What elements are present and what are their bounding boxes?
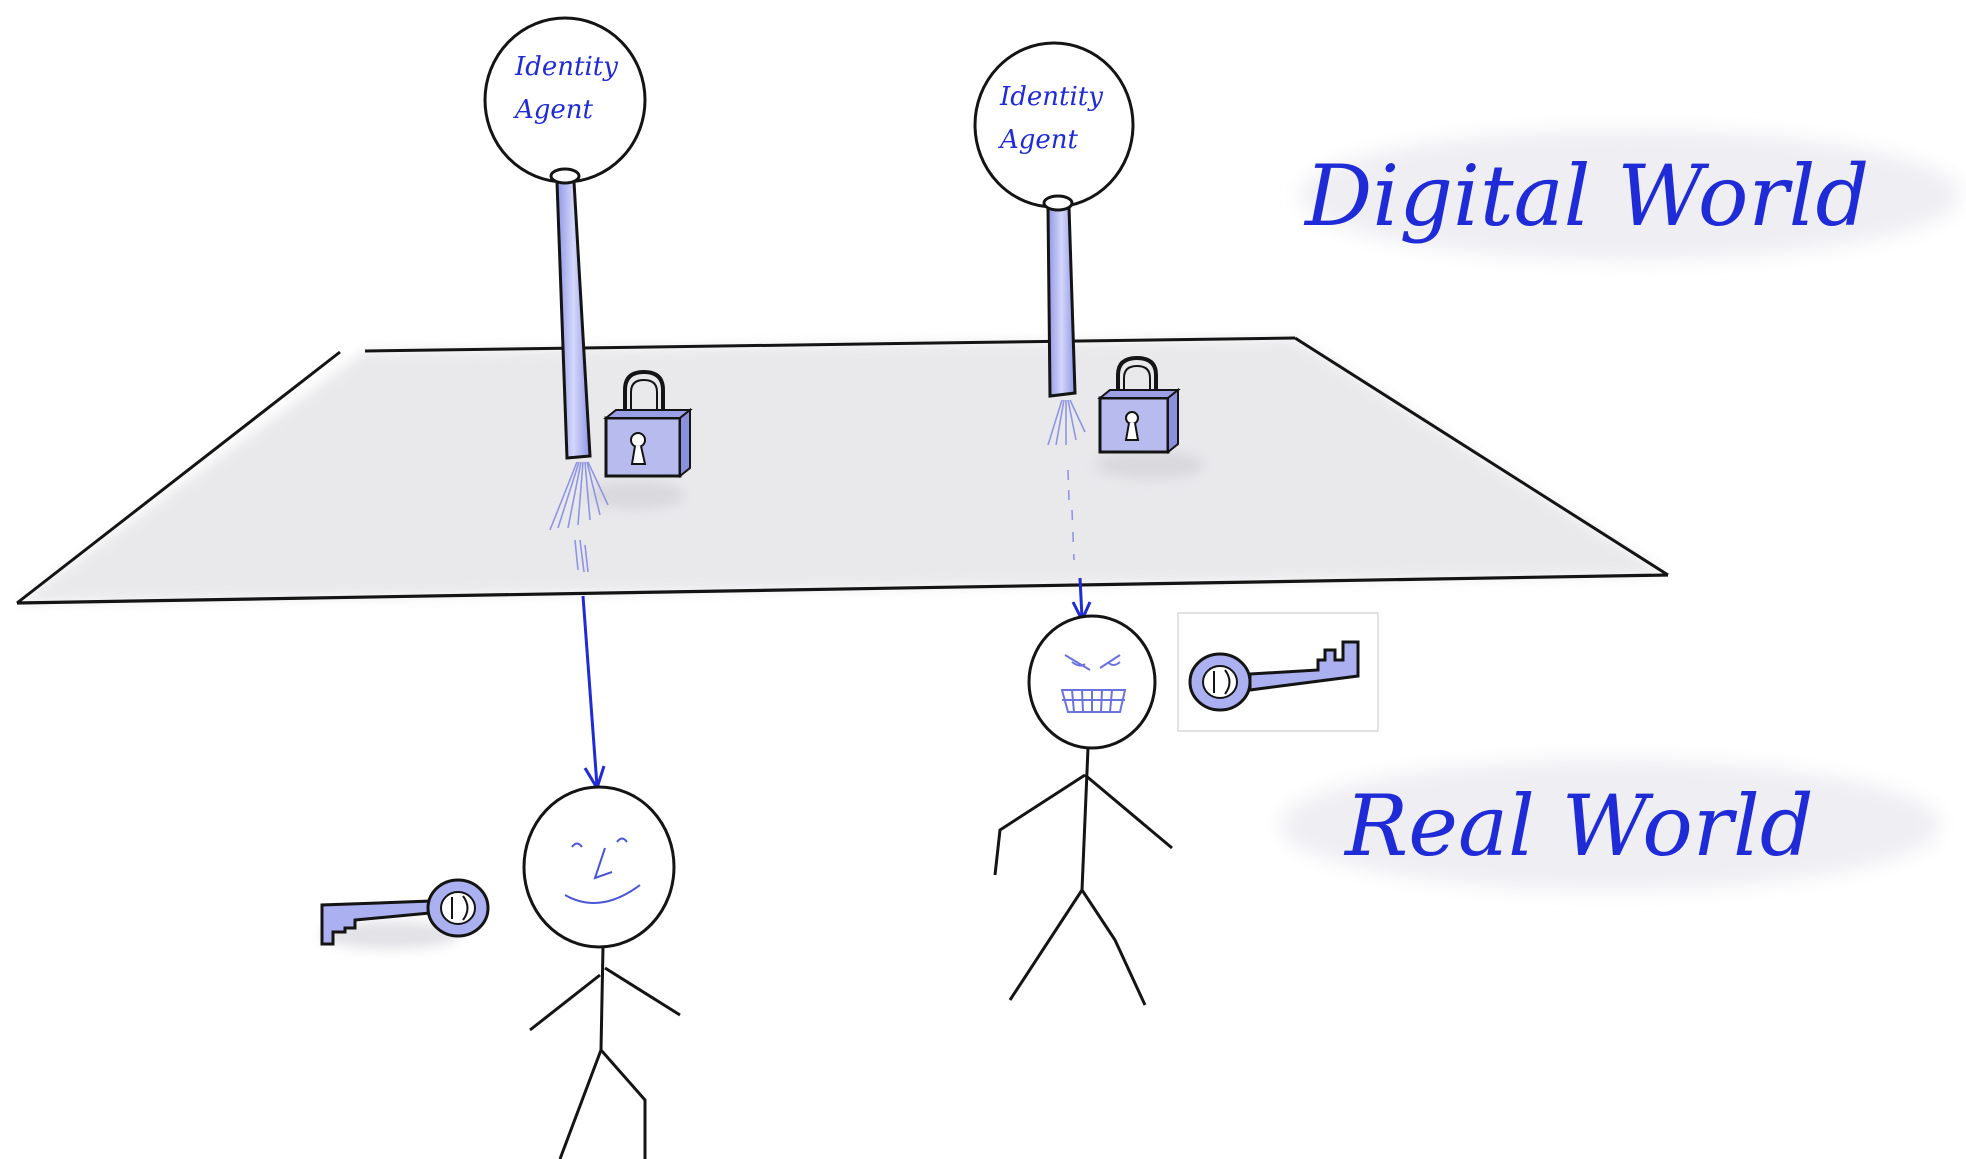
identity-tube-left: [549, 167, 592, 460]
connection-burst-left: [549, 461, 609, 573]
identity-tube-right: [1042, 194, 1077, 398]
genuine-user-figure: [522, 785, 681, 1159]
identity-agent-left-line1: Identity: [514, 52, 618, 82]
connection-arrow-left: [581, 595, 606, 792]
connection-burst-right: [1047, 399, 1086, 561]
real-world-glow: [1280, 760, 1940, 890]
identity-agent-right-line2: Agent: [998, 125, 1079, 155]
identity-agent-left: Identity Agent: [483, 16, 647, 184]
key-icon: [320, 878, 490, 949]
world-boundary-plane: [16, 336, 1669, 605]
smiling-face-icon: [564, 837, 641, 904]
evil-face-icon: [1060, 654, 1127, 713]
imposter-figure: [993, 614, 1173, 1006]
digital-world-label: Digital World: [1303, 147, 1869, 245]
digital-world-glow: [1300, 130, 1960, 260]
real-world-label: Real World: [1343, 777, 1814, 875]
identity-agent-left-line2: Agent: [513, 95, 594, 125]
identity-agent-right: Identity Agent: [973, 41, 1135, 209]
key-icon: [1177, 612, 1379, 732]
padlock-icon: [1095, 355, 1205, 479]
padlock-icon: [585, 369, 693, 509]
identity-agent-right-line1: Identity: [999, 82, 1103, 112]
